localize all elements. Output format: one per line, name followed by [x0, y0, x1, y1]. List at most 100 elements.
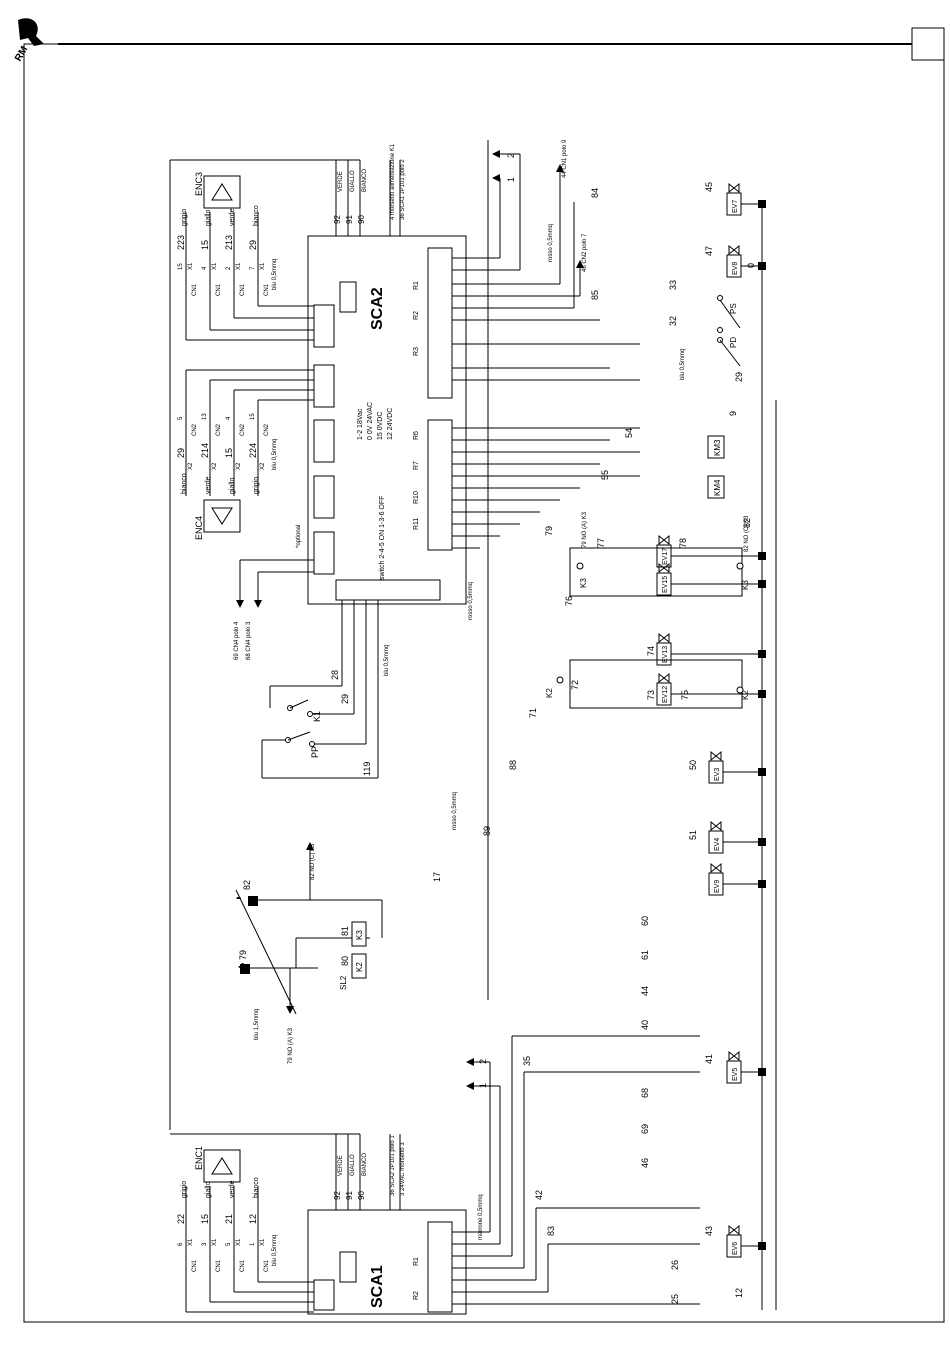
wire-number: 89	[482, 826, 492, 836]
enc3-blu-note: blu 0,5mmq	[272, 259, 278, 290]
enc3-pin-3: 2	[226, 266, 232, 270]
wire-number: 79	[544, 526, 554, 536]
wire-number: 74	[646, 646, 656, 656]
enc3-x-1: X1	[188, 262, 194, 270]
enc1-cn-1: CN1	[192, 1259, 198, 1272]
sca2-left-terminals	[313, 281, 357, 575]
sca1-board	[307, 1209, 467, 1315]
sca2-r1: R1	[413, 281, 420, 290]
enc3-cn-3: CN1	[240, 283, 246, 296]
enc3-pin-4: 7	[250, 266, 256, 270]
km3-box	[707, 435, 725, 459]
sca2-wire-92: 92	[333, 215, 342, 224]
enc1-cn-3: CN1	[240, 1259, 246, 1272]
wire-number: 29	[734, 372, 744, 382]
wire-number: 78	[678, 538, 688, 548]
enc4-cn-4: CN2	[264, 423, 270, 436]
valve-label-ev15: EV15	[662, 576, 669, 593]
enc4-pin-2: 13	[202, 413, 208, 420]
cn4-pole4-note: 69 CN4 polo 4	[234, 621, 240, 660]
enc4-color-2: verde	[205, 476, 212, 494]
km4-box	[707, 475, 725, 499]
kblock-no-c: 82 NO (C) K3	[310, 843, 316, 880]
k3-left-label: K3	[579, 578, 588, 588]
wire-number: 71	[528, 708, 538, 718]
sca1-top-wires	[170, 1133, 401, 1210]
enc1-blu-note: blu 0,5mmq	[272, 1235, 278, 1266]
sca2-wire-90: 90	[357, 215, 366, 224]
sca1-left-terminals	[313, 1279, 335, 1311]
sca1-wire-92: 92	[333, 1191, 342, 1200]
wire-number: 41	[704, 1054, 714, 1064]
valve-label-ev7: EV7	[732, 200, 739, 213]
sca2-spec-2: 0 0V 24VAC	[367, 402, 374, 440]
wire-number: 77	[596, 538, 606, 548]
valve-ev7: EV7	[726, 182, 766, 216]
enc3-color-1: grigio	[181, 209, 188, 226]
enc1-x-3: X1	[236, 1238, 242, 1246]
enc4-blu-note: blu 0,5mmq	[272, 439, 278, 470]
svg-text:RM: RM	[13, 45, 30, 64]
enc3-block	[169, 160, 241, 1130]
wire-number: 51	[688, 830, 698, 840]
wire-number: 69	[640, 1124, 650, 1134]
wire-number: 82	[742, 518, 752, 528]
wire-number: 75	[680, 690, 690, 700]
wire-number: 47	[704, 246, 714, 256]
wire-number: 85	[590, 290, 600, 300]
enc1-x-2: X1	[212, 1238, 218, 1246]
enc4-optional: *optional	[296, 525, 302, 548]
valve-label-ev5: EV5	[732, 1068, 739, 1081]
valve-ev6: EV6	[726, 1224, 766, 1258]
enc3-wire-2: 15	[200, 240, 210, 250]
sca2-r7: R7	[413, 461, 420, 470]
enc4-name: ENC4	[194, 516, 204, 540]
enc3-cn-4: CN1	[264, 283, 270, 296]
enc4-x-2: X2	[212, 462, 218, 470]
enc3-pin-2: 4	[202, 266, 208, 270]
enc3-cn-2: CN1	[216, 283, 222, 296]
kblock-k3: K3	[355, 930, 364, 940]
valve-ev3: EV3	[708, 750, 766, 784]
sca2-spec-3: 15 0VDC	[377, 412, 384, 440]
valve-label-ev17: EV17	[662, 548, 669, 565]
valve-label-ev8: EV8	[732, 262, 739, 275]
sca2-bottom-wire-119: 119	[362, 762, 372, 776]
sca2-r11: R11	[413, 518, 420, 530]
sca2-r10: R10	[413, 491, 420, 504]
sca1-r1: R1	[413, 1257, 420, 1266]
enc4-color-1: bianco	[181, 473, 188, 494]
kblock-plus: +	[238, 959, 247, 976]
enc1-pin-1: 6	[178, 1242, 184, 1246]
wire-number: 73	[646, 690, 656, 700]
wire-number: 26	[670, 1260, 680, 1270]
enc4-wire-4: 224	[248, 443, 258, 458]
enc3-wire-4: 29	[248, 240, 258, 250]
wire-number: 54	[624, 428, 634, 438]
kblock-k2: K2	[355, 962, 364, 972]
wire-number: 35	[522, 1056, 532, 1066]
sca1-bus-2: 2	[478, 1059, 488, 1064]
wire-number: 17	[432, 872, 442, 882]
sca1-right-bus	[452, 1035, 700, 1305]
enc1-cn-2: CN1	[216, 1259, 222, 1272]
sca2-note-k1: 4 morsetto alimentazione K1	[390, 143, 396, 220]
sca2-board	[307, 235, 467, 605]
valve-label-ev9: EV9	[714, 880, 721, 893]
valve-ev8: EV8	[726, 244, 766, 278]
cn2-pole7-note: 46 CN2 polo 7	[582, 233, 588, 272]
wire-number: 83	[546, 1226, 556, 1236]
sca1-color-verde: VERDE	[338, 1155, 344, 1176]
sca2-bottom-strip	[335, 579, 441, 601]
blu-note-right: blu 0,5mmq	[680, 349, 686, 380]
enc1-name: ENC1	[194, 1146, 204, 1170]
rosso-note-top: rosso 0,5mmq	[548, 224, 554, 262]
enc4-wire-2: 214	[200, 443, 210, 458]
kblock-blu15: blu 1,5mmq	[254, 1009, 260, 1040]
enc1-wire-1: 22	[176, 1214, 186, 1224]
sca2-spec-1: 1-2 18Vac	[357, 408, 364, 440]
enc1-pin-4: 1	[250, 1242, 256, 1246]
enc4-block	[185, 369, 314, 533]
